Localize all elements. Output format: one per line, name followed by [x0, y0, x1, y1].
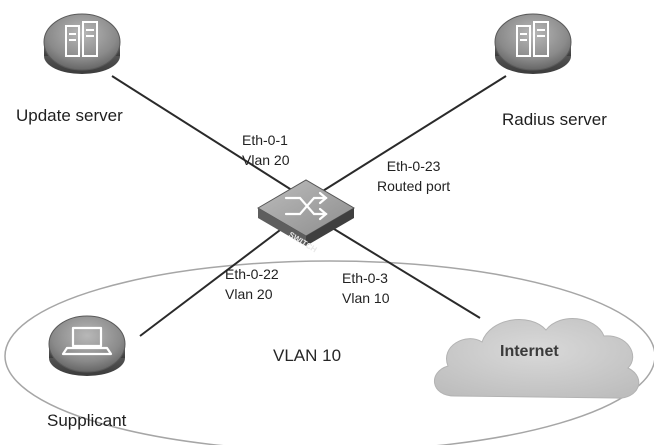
- supplicant-link-port: Eth-0-22: [225, 266, 279, 282]
- vlan-region-label: VLAN 10: [273, 346, 342, 365]
- supplicant-link-mode: Vlan 20: [225, 286, 273, 302]
- internet-link-port: Eth-0-3: [342, 270, 388, 286]
- switch-node: SWITCH: [257, 179, 355, 255]
- laptop-icon: [61, 326, 113, 356]
- internet-cloud: [433, 318, 640, 399]
- cloud-icon: [433, 318, 640, 399]
- supplicant-node: [48, 315, 126, 376]
- radius-link-mode: Routed port: [377, 178, 451, 194]
- internet-link-label: Eth-0-3 Vlan 10: [342, 268, 389, 308]
- radius-link-port: Eth-0-23: [386, 158, 441, 174]
- internet-label: Internet: [500, 343, 559, 360]
- radius-server-node: [494, 13, 572, 74]
- server-icon: [516, 21, 549, 57]
- link-radius-server: [317, 75, 507, 195]
- link-internet: [315, 217, 481, 319]
- radius-link-label: Eth-0-23 Routed port: [377, 156, 450, 196]
- server-icon: [65, 21, 98, 57]
- update-link-mode: Vlan 20: [242, 152, 290, 168]
- vlan-region-ellipse: [4, 260, 654, 445]
- update-link-label: Eth-0-1 Vlan 20: [242, 130, 289, 170]
- update-link-port: Eth-0-1: [242, 132, 288, 148]
- supplicant-link-label: Eth-0-22 Vlan 20: [225, 264, 279, 304]
- radius-server-label: Radius server: [502, 110, 607, 129]
- switch-icon: [284, 191, 328, 221]
- supplicant-label: Supplicant: [47, 411, 127, 430]
- internet-link-mode: Vlan 10: [342, 290, 390, 306]
- update-server-node: [43, 13, 121, 74]
- update-server-label: Update server: [16, 106, 123, 125]
- link-update-server: [111, 75, 299, 195]
- link-supplicant: [139, 217, 297, 337]
